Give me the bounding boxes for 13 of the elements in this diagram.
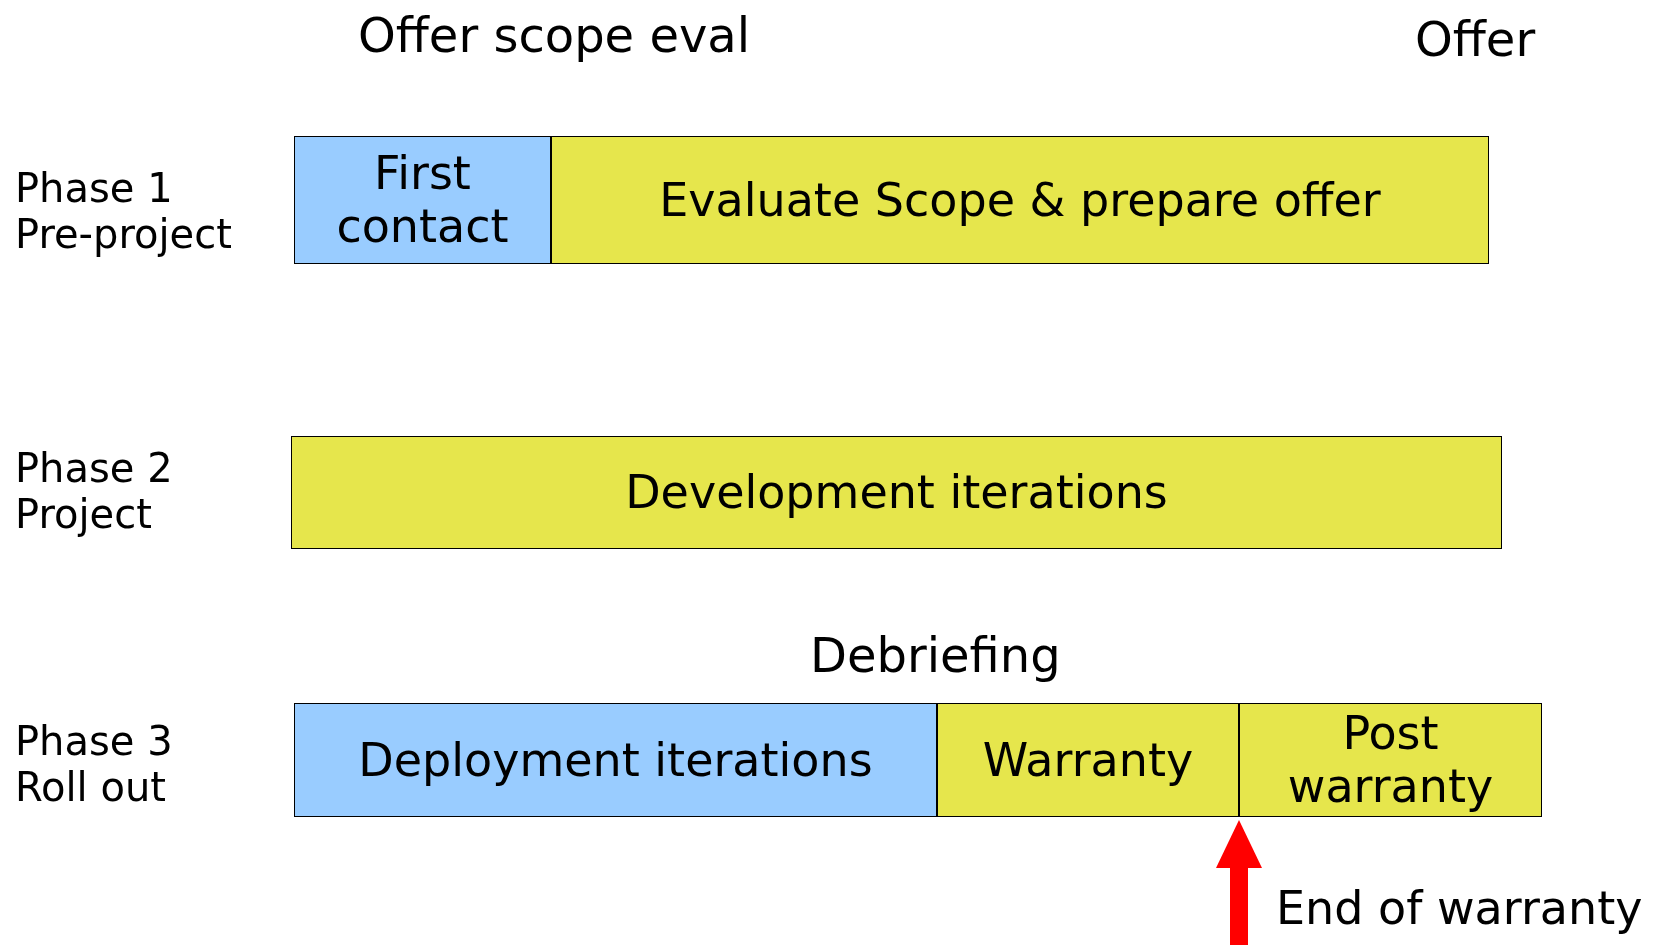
phase-bar: Warranty xyxy=(937,703,1239,817)
phase-label: Phase 3 Roll out xyxy=(15,718,174,810)
phase-label: Phase 1 Pre-project xyxy=(15,165,233,257)
phase-bar: Deployment iterations xyxy=(294,703,937,817)
milestone-label: Offer xyxy=(1415,12,1536,68)
phase-bar: Evaluate Scope & prepare offer xyxy=(551,136,1489,264)
milestone-label: Debriefing xyxy=(810,628,1061,684)
phase-label: Phase 2 Project xyxy=(15,445,174,537)
phase-bar: First contact xyxy=(294,136,551,264)
phase-bar: Post warranty xyxy=(1239,703,1542,817)
milestone-label: Offer scope eval xyxy=(358,8,751,64)
phase-bar: Development iterations xyxy=(291,436,1502,549)
milestone-label: End of warranty xyxy=(1276,882,1643,935)
